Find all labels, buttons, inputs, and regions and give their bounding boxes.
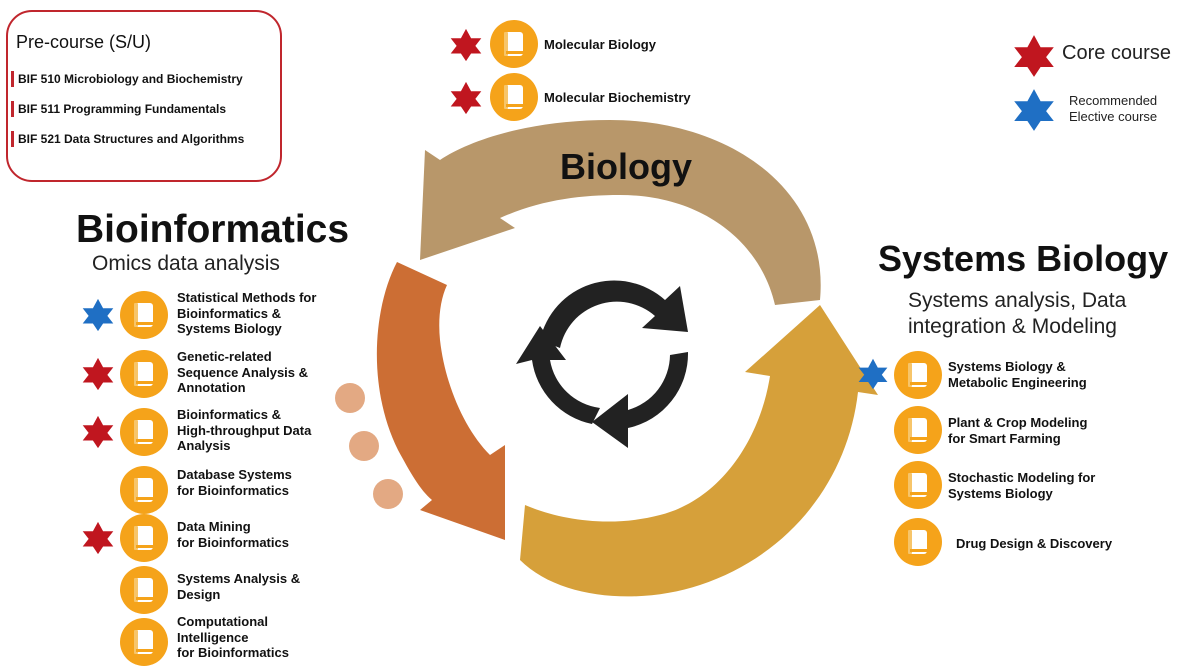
book-icon	[120, 466, 168, 514]
elective-legend-star-icon	[1014, 89, 1054, 131]
decor-dot	[373, 479, 403, 509]
precourse-item: BIF 511 Programming Fundamentals	[11, 101, 226, 117]
book-icon	[894, 406, 942, 454]
core-star-icon	[450, 81, 482, 115]
course-label: Molecular Biochemistry	[544, 90, 691, 105]
legend-elective-line1: Recommended	[1069, 93, 1158, 108]
book-icon	[120, 566, 168, 614]
recycle-arrows-icon	[516, 280, 689, 448]
book-icon	[894, 461, 942, 509]
book-icon	[490, 20, 538, 68]
core-legend-star-icon	[1014, 35, 1054, 77]
course-label: Genetic-related Sequence Analysis & Anno…	[177, 349, 309, 395]
systems-biology-subtitle: Systems analysis, Data integration & Mod…	[908, 288, 1126, 340]
precourse-box: Pre-course (S/U) BIF 510 Microbiology an…	[6, 10, 282, 182]
precourse-item: BIF 521 Data Structures and Algorithms	[11, 131, 244, 147]
legend-elective-label: Recommended Elective course	[1069, 93, 1157, 125]
course-label: Molecular Biology	[544, 37, 656, 52]
book-icon	[120, 514, 168, 562]
course-label: Computational Intelligence for Bioinform…	[177, 614, 289, 660]
elective-star-icon	[82, 298, 114, 332]
course-label: Database Systems for Bioinformatics	[177, 467, 292, 498]
course-label: Stochastic Modeling for Systems Biology	[948, 470, 1096, 501]
precourse-item: BIF 510 Microbiology and Biochemistry	[11, 71, 243, 87]
systems-biology-arrow	[520, 305, 878, 597]
book-icon	[120, 408, 168, 456]
course-label: Bioinformatics & High-throughput Data An…	[177, 407, 312, 453]
precourse-title: Pre-course (S/U)	[16, 32, 152, 52]
decor-dot	[349, 431, 379, 461]
systems-biology-subtitle-line1: Systems analysis, Data	[908, 289, 1127, 312]
core-star-icon	[450, 28, 482, 62]
book-icon	[120, 350, 168, 398]
book-icon	[120, 291, 168, 339]
core-star-icon	[82, 521, 114, 555]
course-label: Drug Design & Discovery	[956, 536, 1113, 551]
core-star-icon	[82, 415, 114, 449]
course-label: Systems Biology & Metabolic Engineering	[948, 359, 1087, 390]
book-icon	[894, 518, 942, 566]
core-star-icon	[82, 357, 114, 391]
legend-core-label: Core course	[1062, 42, 1171, 64]
course-label: Systems Analysis & Design	[177, 571, 301, 602]
book-icon	[894, 351, 942, 399]
book-icon	[120, 618, 168, 666]
course-label: Data Mining for Bioinformatics	[177, 519, 289, 550]
elective-star-icon	[858, 358, 888, 390]
systems-biology-title: Systems Biology	[878, 238, 1169, 279]
decor-dot	[335, 383, 365, 413]
book-icon	[490, 73, 538, 121]
systems-biology-subtitle-line2: integration & Modeling	[908, 315, 1117, 338]
bioinformatics-arrow	[376, 262, 505, 540]
course-label: Statistical Methods for Bioinformatics &…	[177, 290, 317, 336]
legend-elective-line2: Elective course	[1069, 109, 1158, 124]
bioinformatics-title: Bioinformatics	[76, 208, 350, 251]
bioinformatics-subtitle: Omics data analysis	[92, 252, 280, 275]
course-label: Plant & Crop Modeling for Smart Farming	[948, 415, 1088, 446]
biology-label: Biology	[560, 146, 692, 187]
